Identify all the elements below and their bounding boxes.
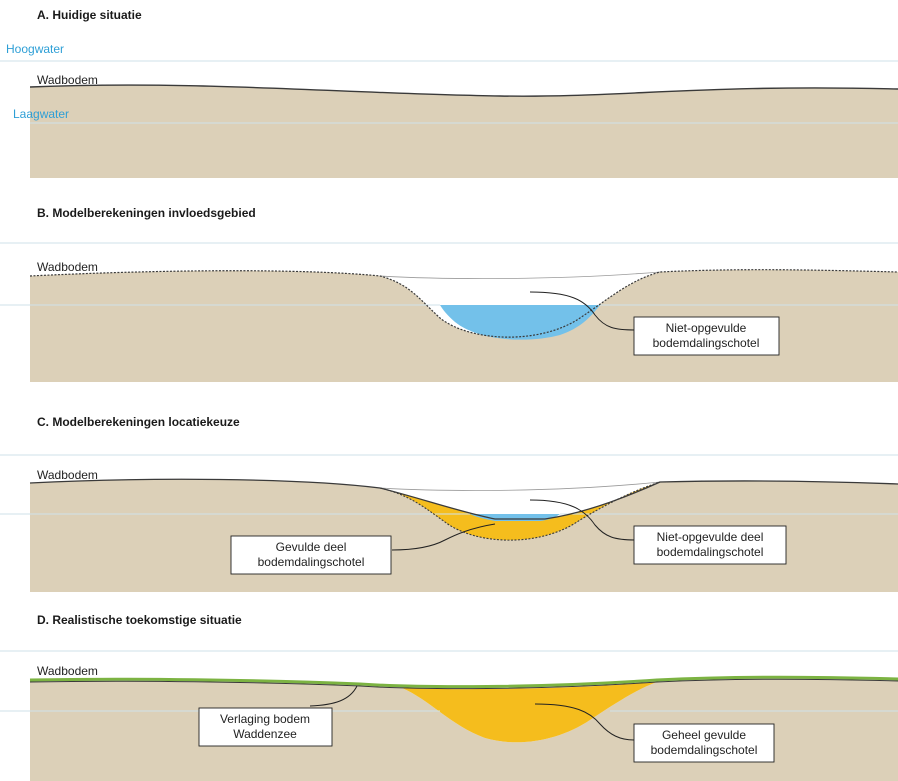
callout-text: Niet-opgevulde deel (657, 530, 764, 544)
panel-d-bottom-line (29, 678, 898, 690)
callout-text: Verlaging bodem (220, 712, 310, 726)
callout-text: bodemdalingschotel (657, 545, 764, 559)
callout-box (633, 316, 780, 356)
panel-c: C. Modelberekeningen locatiekeuze Wadbod… (0, 415, 898, 592)
callout-leader (309, 685, 358, 707)
callout-text: Waddenzee (233, 727, 297, 741)
panel-a-bottom-line (29, 84, 898, 97)
callout-leader (391, 523, 496, 551)
panel-c-filled-part (380, 482, 660, 541)
panel-b-basin-water (440, 305, 600, 340)
callout-text: bodemdalingschotel (258, 555, 365, 569)
panel-d: D. Realistische toekomstige situatie Wad… (0, 613, 898, 781)
panel-a-wadbodem-label: Wadbodem (37, 73, 98, 87)
panel-a-heading: A. Huidige situatie (37, 8, 142, 22)
panel-a: A. Huidige situatie Hoogwater Wadbodem L… (0, 8, 898, 178)
callout-text: bodemdalingschotel (651, 743, 758, 757)
panel-b-wadbodem-label: Wadbodem (37, 260, 98, 274)
hoogwater-label: Hoogwater (6, 42, 64, 56)
callout-box (633, 525, 787, 565)
panel-c-original-bottom (379, 481, 661, 491)
panel-d-heading: D. Realistische toekomstige situatie (37, 613, 242, 627)
callout-box (633, 723, 775, 763)
panel-c-bottom-line (29, 478, 898, 520)
callout-text: Niet-opgevulde (666, 321, 747, 335)
laagwater-label: Laagwater (13, 107, 69, 121)
callout-text: Gevulde deel (276, 540, 347, 554)
callout-leader (529, 499, 636, 541)
panel-b-original-bottom (379, 271, 661, 280)
panel-b-subsided-bottom (29, 269, 898, 338)
callout-leader (529, 291, 636, 331)
panel-d-filled-basin (402, 682, 657, 743)
panel-c-heading: C. Modelberekeningen locatiekeuze (37, 415, 240, 429)
panel-c-wadbodem-label: Wadbodem (37, 468, 98, 482)
callout-leader (534, 703, 635, 741)
panel-d-wadbodem-label: Wadbodem (37, 664, 98, 678)
panel-b-heading: B. Modelberekeningen invloedsgebied (37, 206, 256, 220)
panel-d-green-layer (29, 675, 898, 689)
panel-a-sediment (30, 85, 898, 178)
callout-box (198, 707, 333, 747)
callout-text: bodemdalingschotel (653, 336, 760, 350)
panel-b: B. Modelberekeningen invloedsgebied Wadb… (0, 206, 898, 382)
callout-text: Geheel gevulde (662, 728, 746, 742)
callout-box (230, 535, 392, 575)
